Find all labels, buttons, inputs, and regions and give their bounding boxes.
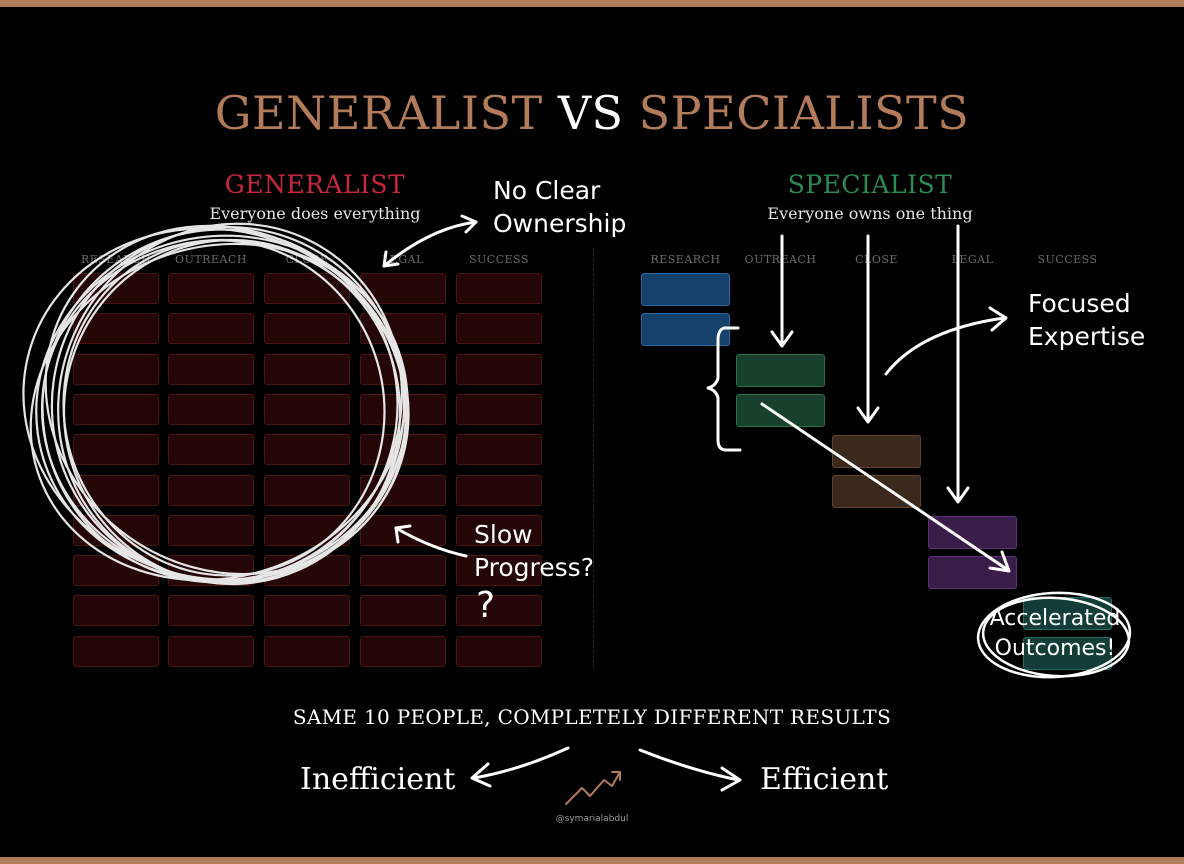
generalist-cell [264, 595, 350, 627]
generalist-cell [456, 514, 542, 546]
specialist-block [736, 394, 825, 427]
panel-divider [593, 248, 594, 668]
generalist-cell [168, 393, 254, 425]
generalist-cell [168, 353, 254, 385]
generalist-cell [264, 313, 350, 345]
no-clear-line1: No Clear [493, 176, 601, 205]
specialist-block [1023, 637, 1112, 670]
generalist-title: GENERALIST [224, 170, 406, 199]
generalist-cell [168, 313, 254, 345]
generalist-cell [360, 555, 446, 587]
generalist-cell [360, 595, 446, 627]
specialist-block [641, 273, 730, 306]
generalist-cell [73, 635, 159, 667]
specialist-col-header: SUCCESS [1037, 253, 1098, 266]
generalist-cell [264, 353, 350, 385]
generalist-cell [456, 313, 542, 345]
scribble-circle [22, 222, 410, 586]
efficient-label: Efficient [760, 762, 889, 797]
close-down-arrow [856, 234, 880, 424]
specialist-block [1023, 597, 1112, 630]
watermark-handle: @symarialabdul [555, 814, 629, 824]
specialist-block [928, 516, 1017, 549]
efficient-arrow [638, 748, 742, 792]
generalist-cell [264, 474, 350, 506]
generalist-col-header: SUCCESS [468, 253, 530, 266]
generalist-cell [168, 514, 254, 546]
bottom-frame-bar [0, 857, 1184, 864]
inefficient-label: Inefficient [300, 762, 456, 797]
trend-logo-icon [565, 771, 621, 805]
main-title: GENERALIST VS SPECIALISTS [0, 86, 1184, 140]
title-specialists: SPECIALISTS [638, 86, 970, 140]
generalist-cell [168, 273, 254, 304]
specialist-col-header: LEGAL [951, 253, 994, 266]
specialist-block [641, 313, 730, 346]
focused-line2: Expertise [1028, 322, 1146, 351]
question-mark: ? [476, 585, 496, 626]
specialist-block [736, 354, 825, 387]
slow-line1: Slow [474, 520, 533, 549]
generalist-cell [168, 595, 254, 627]
generalist-col-header: LEGAL [382, 253, 424, 266]
generalist-cell [264, 434, 350, 466]
generalist-cell [456, 273, 542, 304]
generalist-subtitle: Everyone does everything [209, 204, 421, 223]
generalist-col-header: OUTREACH [175, 253, 247, 266]
specialist-subtitle: Everyone owns one thing [767, 204, 973, 223]
slow-progress-arrow [394, 524, 468, 558]
outreach-down-arrow [770, 234, 794, 348]
specialist-col-header: CLOSE [855, 253, 898, 266]
generalist-cell [456, 474, 542, 506]
focused-line1: Focused [1028, 289, 1131, 318]
specialist-bracket [706, 326, 742, 452]
generalist-cell [73, 434, 159, 466]
generalist-cell [456, 393, 542, 425]
generalist-cell [456, 635, 542, 667]
generalist-cell [168, 474, 254, 506]
specialist-col-header: RESEARCH [650, 253, 721, 266]
generalist-cell [360, 635, 446, 667]
focused-expertise-arrow [884, 306, 1008, 376]
slow-progress-label: Slow Progress? ? [474, 518, 594, 628]
generalist-cell [456, 353, 542, 385]
slow-line2: Progress? [474, 553, 594, 582]
generalist-cell [264, 393, 350, 425]
specialist-block [928, 556, 1017, 589]
generalist-cell [456, 555, 542, 587]
generalist-cell [456, 434, 542, 466]
accelerated-line1: Accelerated [989, 606, 1121, 631]
generalist-cell [73, 393, 159, 425]
title-vs: VS [557, 86, 624, 140]
focused-expertise-label: Focused Expertise [1028, 287, 1145, 353]
generalist-cell [168, 434, 254, 466]
generalist-cell [456, 595, 542, 627]
accelerate-diagonal-arrow [760, 402, 1011, 573]
inefficient-arrow [470, 746, 570, 788]
accelerated-line2: Outcomes! [994, 636, 1116, 661]
bottom-headline: SAME 10 PEOPLE, COMPLETELY DIFFERENT RES… [292, 705, 892, 729]
generalist-cell [73, 353, 159, 385]
accelerated-outcomes-label: Accelerated Outcomes! [984, 604, 1126, 664]
no-clear-ownership-label: No Clear Ownership [493, 174, 626, 240]
generalist-cell [73, 595, 159, 627]
no-ownership-double-arrow [382, 214, 478, 268]
specialist-title: SPECIALIST [787, 170, 953, 199]
specialist-col-header: OUTREACH [744, 253, 817, 266]
generalist-cell [264, 635, 350, 667]
accelerated-outcomes-circle [976, 591, 1132, 679]
legal-down-arrow [946, 224, 970, 504]
generalist-cell [168, 635, 254, 667]
no-clear-line2: Ownership [493, 209, 627, 238]
top-frame-bar [0, 0, 1184, 7]
title-generalist: GENERALIST [214, 86, 543, 140]
